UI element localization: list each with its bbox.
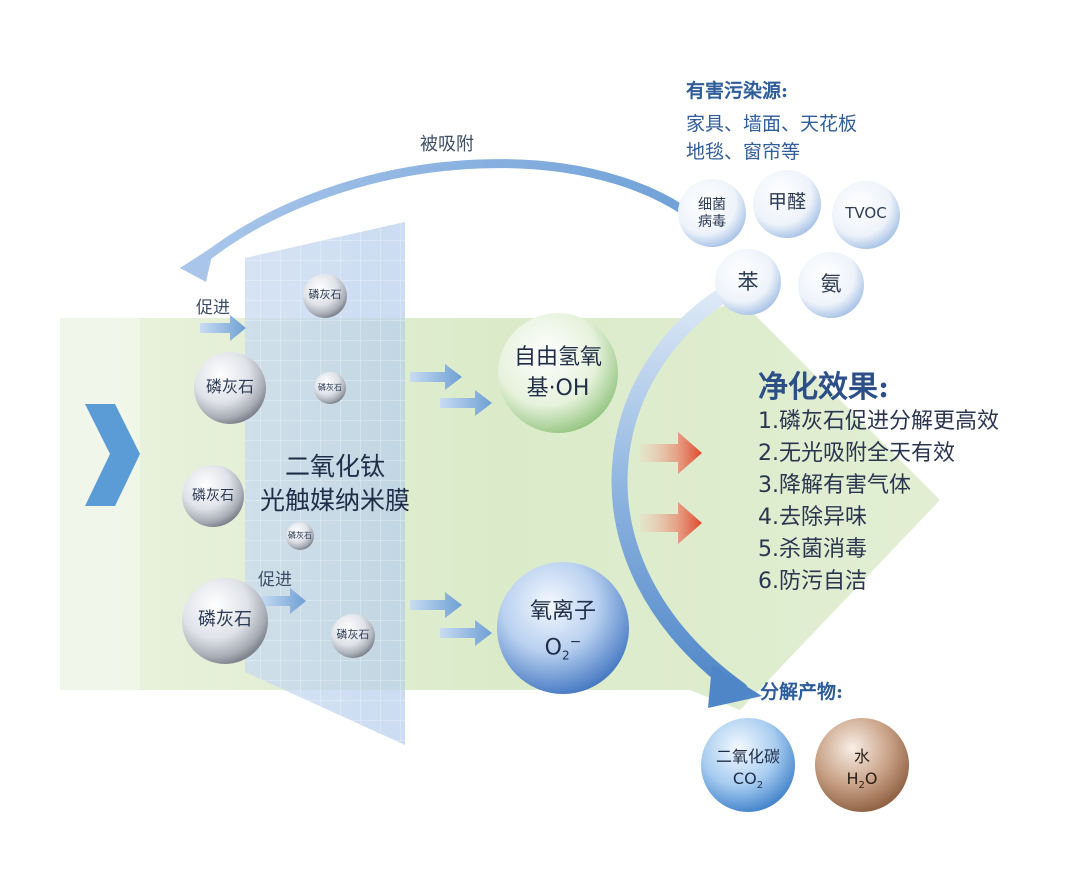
membrane-line1: 二氧化钛 [284,452,385,481]
apatite-label: 磷灰石 [308,288,342,301]
apatite-label: 磷灰石 [336,628,370,641]
left-chevron [85,404,140,506]
hydroxyl-sphere [498,313,618,433]
promote-label-bottom: 促进 [258,570,292,590]
green-flow-fade [0,318,140,690]
water-sphere [815,718,909,812]
adsorbed-label: 被吸附 [420,134,474,155]
effect-item: 4.去除异味 [758,505,867,530]
pollutant-label: 苯 [737,270,759,294]
co2-sphere [701,718,795,812]
products-title: 分解产物: [760,681,844,703]
pollutant-label: 氨 [820,272,842,296]
pollution-line2: 地毯、窗帘等 [686,141,801,163]
promote-label-top: 促进 [196,298,230,318]
pollutant-label: TVOC [845,204,887,222]
effects-list: 1.磷灰石促进分解更高效 2.无光吸附全天有效 3.降解有害气体 4.去除异味 … [758,406,999,598]
water-label: 水 H2O [822,746,902,797]
purification-arrowhead [708,665,762,708]
co2-formula: CO2 [732,769,764,792]
pollution-line1: 家具、墙面、天花板 [686,113,858,135]
adsorption-arrowhead [180,246,214,282]
red-arrows [640,432,702,544]
apatite-pearls [182,274,375,664]
apatite-label: 磷灰石 [192,488,234,504]
small-arrows [200,315,492,646]
hydroxyl-label: 自由氢氧 基·OH [498,342,618,404]
oxygen-ion-formula: O2− [544,634,582,663]
apatite-label: 磷灰石 [205,377,254,396]
purification-curve [611,277,748,698]
pollutant-label: 甲醛 [767,191,806,213]
oxygen-ion-line1: 氧离子 [529,599,596,624]
effects-title: 净化效果: [758,370,890,405]
co2-label: 二氧化碳 CO2 [703,746,793,797]
pollutant-label: 细菌 [698,197,726,213]
pollution-sources: 家具、墙面、天花板 地毯、窗帘等 [686,110,857,166]
pollutant-bubbles [678,170,900,318]
apatite-label: 磷灰石 [198,609,252,630]
effect-item: 6.防污自洁 [758,569,867,594]
oxygen-ion-label: 氧离子 O2− [503,596,623,672]
co2-name: 二氧化碳 [715,747,780,766]
effect-item: 5.杀菌消毒 [758,537,867,562]
water-formula: H2O [846,769,878,792]
hydroxyl-line2: 基·OH [526,376,590,401]
pollution-title: 有害污染源: [686,80,789,102]
pollutant-label: 病毒 [698,214,726,230]
membrane-label: 二氧化钛 光触媒纳米膜 [255,450,415,518]
pollutant-bacteria-virus: 细菌 病毒 [682,197,742,231]
effect-item: 2.无光吸附全天有效 [758,441,955,466]
apatite-label: 磷灰石 [288,531,312,540]
hydroxyl-line1: 自由氢氧 [513,345,602,370]
membrane-line2: 光触媒纳米膜 [259,486,410,515]
effect-item: 1.磷灰石促进分解更高效 [758,409,999,434]
apatite-label: 磷灰石 [318,383,342,392]
water-name: 水 [853,747,870,766]
adsorption-arc [195,159,723,267]
oxygen-ion-sphere [497,562,629,694]
effect-item: 3.降解有害气体 [758,473,911,498]
